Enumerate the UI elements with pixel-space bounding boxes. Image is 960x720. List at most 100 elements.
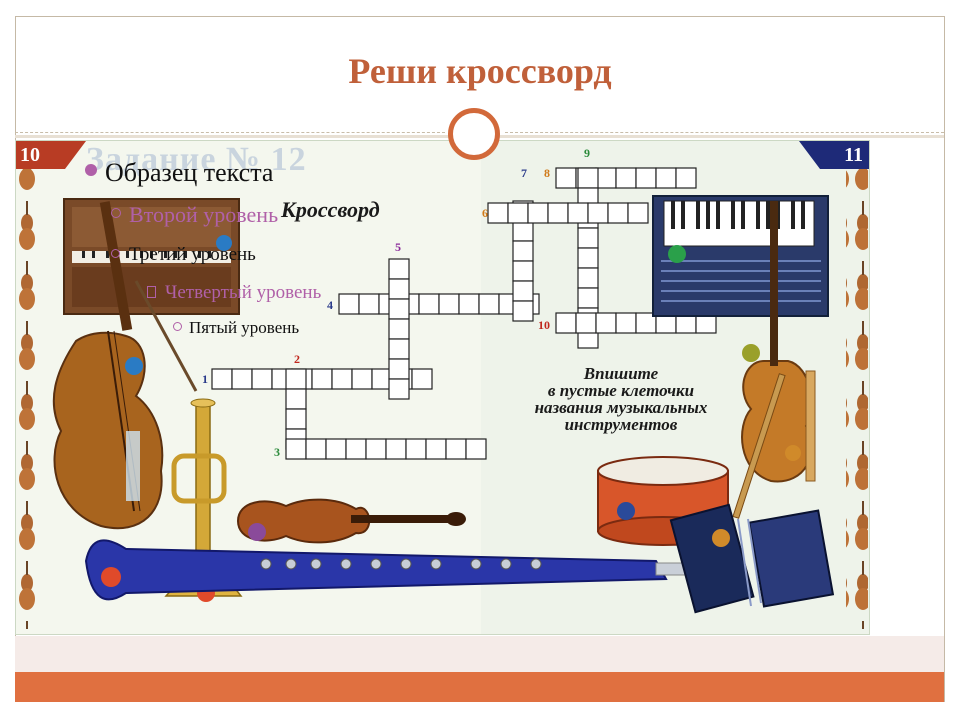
outline-level-4-text: Четвертый уровень <box>165 282 322 303</box>
number-marker-4 <box>216 235 232 251</box>
instructions-line-1: Впишите <box>583 364 659 383</box>
number-marker-1 <box>125 357 143 375</box>
clue-number-8: 8 <box>544 166 550 180</box>
piano-icon <box>63 198 240 315</box>
crossword-cell <box>418 293 440 315</box>
outline-level-1[interactable]: Образец текста <box>85 158 274 188</box>
border-ornament-right <box>846 169 868 629</box>
crossword-cell <box>615 312 637 334</box>
bullet-ring-icon <box>173 322 182 331</box>
crossword-cell <box>512 280 534 302</box>
crossword-cell <box>388 258 410 280</box>
workbook-image: 10 11 Задание № 12 Кроссворд <box>15 140 870 635</box>
number-marker-3 <box>668 245 686 263</box>
crossword-cell <box>411 368 433 390</box>
outline-level-4[interactable]: Четвертый уровень <box>147 282 322 304</box>
crossword-cell <box>607 202 629 224</box>
clue-number-2: 2 <box>294 352 300 366</box>
crossword-cell <box>478 293 500 315</box>
crossword-label: Кроссворд <box>281 197 380 222</box>
crossword-cell <box>615 167 637 189</box>
clue-number-4: 4 <box>327 298 333 312</box>
crossword-cell <box>388 298 410 320</box>
crossword-cell <box>388 338 410 360</box>
outline-level-3[interactable]: Третий уровень <box>111 244 256 266</box>
clue-number-9: 9 <box>584 146 590 160</box>
crossword-cell <box>285 388 307 410</box>
crossword-cell <box>655 167 677 189</box>
crossword-cell <box>251 368 273 390</box>
outline-level-3-text: Третий уровень <box>129 244 256 265</box>
crossword-cell <box>575 312 597 334</box>
crossword-cell <box>425 438 447 460</box>
crossword-cell <box>438 293 460 315</box>
crossword-cell <box>555 167 577 189</box>
bullet-ring-icon <box>111 208 121 218</box>
task-title: Задание № 12 <box>86 141 307 178</box>
crossword-cell <box>487 202 509 224</box>
crossword-cell <box>458 293 480 315</box>
crossword-cell <box>512 220 534 242</box>
crossword-cell <box>345 438 367 460</box>
slide-frame-right <box>944 16 945 702</box>
flute-icon <box>732 370 816 519</box>
crossword-cell <box>445 438 467 460</box>
clue-number-5: 5 <box>395 240 401 254</box>
number-marker-5 <box>248 523 266 541</box>
crossword-cell <box>577 287 599 309</box>
crossword-cell <box>512 300 534 322</box>
border-ornament-left <box>16 169 38 629</box>
accordion-icon <box>652 195 829 317</box>
crossword-cell <box>577 247 599 269</box>
crossword-cell <box>577 167 599 189</box>
outline-level-2-text: Второй уровень <box>129 202 279 227</box>
cello-icon <box>52 201 198 530</box>
clarinet-icon <box>84 539 702 601</box>
number-marker-6 <box>712 529 730 547</box>
clue-number-10: 10 <box>538 318 550 332</box>
crossword-cell <box>305 438 327 460</box>
crossword-cell <box>311 368 333 390</box>
instructions-line-3: названия музыкальных <box>534 398 708 417</box>
crossword-cell <box>675 167 697 189</box>
instructions-line-2: в пустые клеточки <box>547 381 695 400</box>
crossword-cell <box>547 202 569 224</box>
slide-title[interactable]: Реши кроссворд <box>348 51 612 91</box>
crossword-cell <box>285 438 307 460</box>
crossword-cell <box>358 293 380 315</box>
number-marker-8 <box>785 445 801 461</box>
violin-icon <box>236 498 466 544</box>
bullet-square-icon <box>147 286 156 298</box>
outline-level-1-text: Образец текста <box>105 158 274 187</box>
crossword-cell <box>231 368 253 390</box>
crossword-cell <box>388 318 410 340</box>
crossword-cell <box>595 312 617 334</box>
crossword-cell <box>512 240 534 262</box>
crossword-cell <box>555 312 577 334</box>
crossword-cell <box>512 260 534 282</box>
outline-level-5[interactable]: Пятый уровень <box>173 318 299 338</box>
crossword-cell <box>587 202 609 224</box>
clue-number-1: 1 <box>202 372 208 386</box>
crossword-cell <box>527 202 549 224</box>
crossword-cell <box>567 202 589 224</box>
clue-number-3: 3 <box>274 445 280 459</box>
title-divider-left <box>15 132 445 133</box>
clue-number-6: 6 <box>482 206 488 220</box>
crossword-cell <box>388 278 410 300</box>
number-marker-9 <box>742 344 760 362</box>
slide-frame-top <box>15 16 944 17</box>
footer-band <box>15 636 944 672</box>
instructions-line-4: инструментов <box>564 415 678 434</box>
crossword-cell <box>325 438 347 460</box>
footer-accent-bar <box>15 672 944 702</box>
bullet-ring-icon <box>111 249 120 258</box>
clue-number-7: 7 <box>521 166 527 180</box>
outline-level-2[interactable]: Второй уровень <box>111 202 279 228</box>
crossword-cell <box>331 368 353 390</box>
crossword-cell <box>385 438 407 460</box>
crossword-cell <box>285 408 307 430</box>
title-ornament-ring <box>448 108 500 160</box>
bullet-dot-icon <box>85 164 97 176</box>
crossword-cell <box>388 358 410 380</box>
